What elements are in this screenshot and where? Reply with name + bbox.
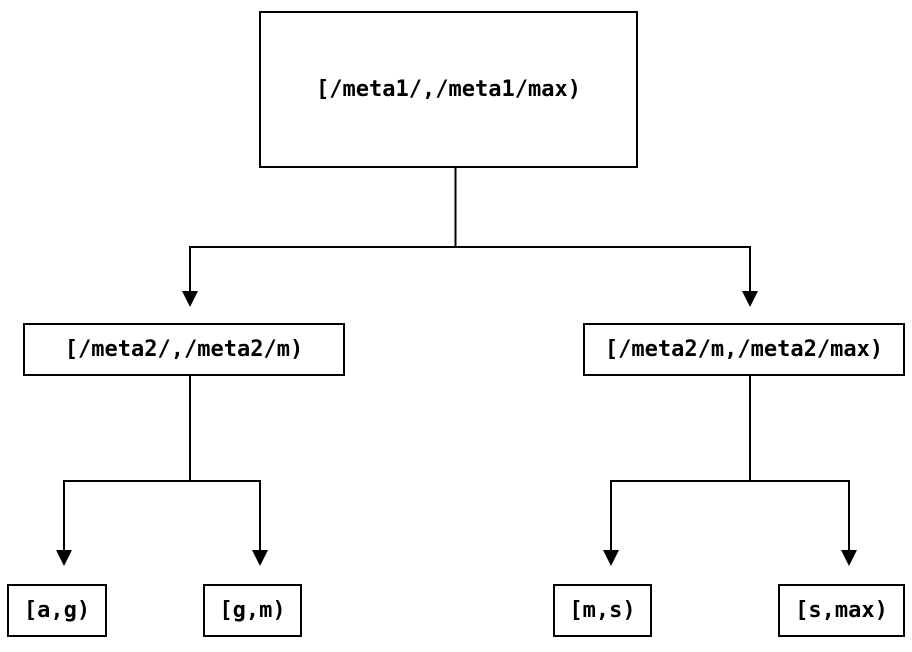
- node-mid-left: [/meta2/,/meta2/m): [23, 323, 345, 376]
- node-root: [/meta1/,/meta1/max): [259, 11, 638, 168]
- node-leaf-gm: [g,m): [203, 584, 302, 637]
- arrowhead-mid-right: [742, 291, 758, 307]
- node-mid-right: [/meta2/m,/meta2/max): [583, 323, 905, 376]
- node-leaf-ag-label: [a,g): [23, 598, 91, 623]
- arrowhead-leaf-ag: [56, 550, 72, 566]
- node-mid-left-label: [/meta2/,/meta2/m): [64, 337, 304, 362]
- node-leaf-ms: [m,s): [553, 584, 652, 637]
- node-leaf-ms-label: [m,s): [569, 598, 636, 623]
- node-mid-right-label: [/meta2/m,/meta2/max): [604, 337, 884, 362]
- arrowhead-leaf-ms: [603, 550, 619, 566]
- node-leaf-ag: [a,g): [7, 584, 107, 637]
- arrowhead-mid-left: [182, 291, 198, 307]
- arrowhead-leaf-smax: [841, 550, 857, 566]
- node-leaf-smax-label: [s,max): [795, 598, 888, 623]
- node-root-label: [/meta1/,/meta1/max): [316, 77, 581, 102]
- node-leaf-smax: [s,max): [778, 584, 905, 637]
- node-leaf-gm-label: [g,m): [219, 598, 286, 623]
- arrowhead-leaf-gm: [252, 550, 268, 566]
